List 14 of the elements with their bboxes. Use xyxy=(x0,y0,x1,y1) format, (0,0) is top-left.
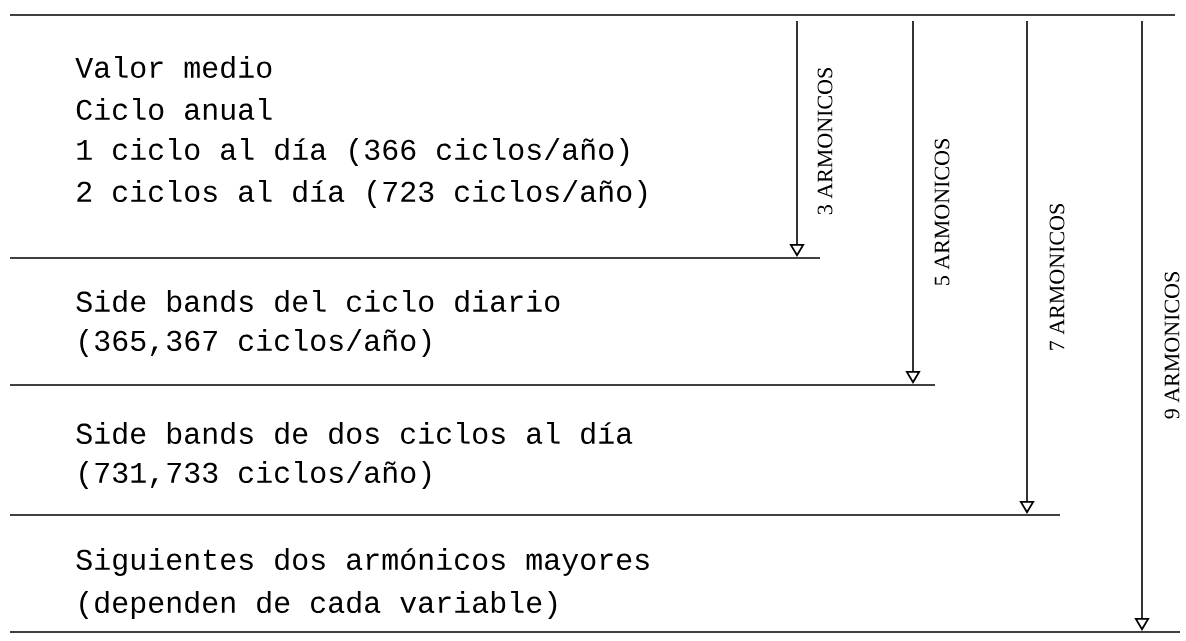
text-line: Side bands de dos ciclos al día xyxy=(76,421,633,445)
text-line: Ciclo anual xyxy=(76,98,272,120)
arrow-label: 7 ARMONICOS xyxy=(1049,204,1065,350)
text-line: Side bands del ciclo diario xyxy=(76,289,560,313)
arrow-label: 5 ARMONICOS xyxy=(934,139,950,285)
text-line: Valor medio xyxy=(75,55,272,79)
arrow-label: 3 ARMONICOS xyxy=(817,68,833,215)
text-line: (dependen de cada variable) xyxy=(80,591,557,619)
arrow-label: 9 ARMONICOS xyxy=(1164,272,1180,419)
text-line: 1 ciclo al día (366 ciclos/año) xyxy=(77,138,629,166)
text-line: (365,367 ciclos/año) xyxy=(80,329,431,357)
text-line: 2 ciclos al día (723 ciclos/año) xyxy=(77,180,647,208)
text-line: (731,733 ciclos/año) xyxy=(80,461,431,489)
text-line: Siguientes dos armónicos mayores xyxy=(76,548,649,576)
